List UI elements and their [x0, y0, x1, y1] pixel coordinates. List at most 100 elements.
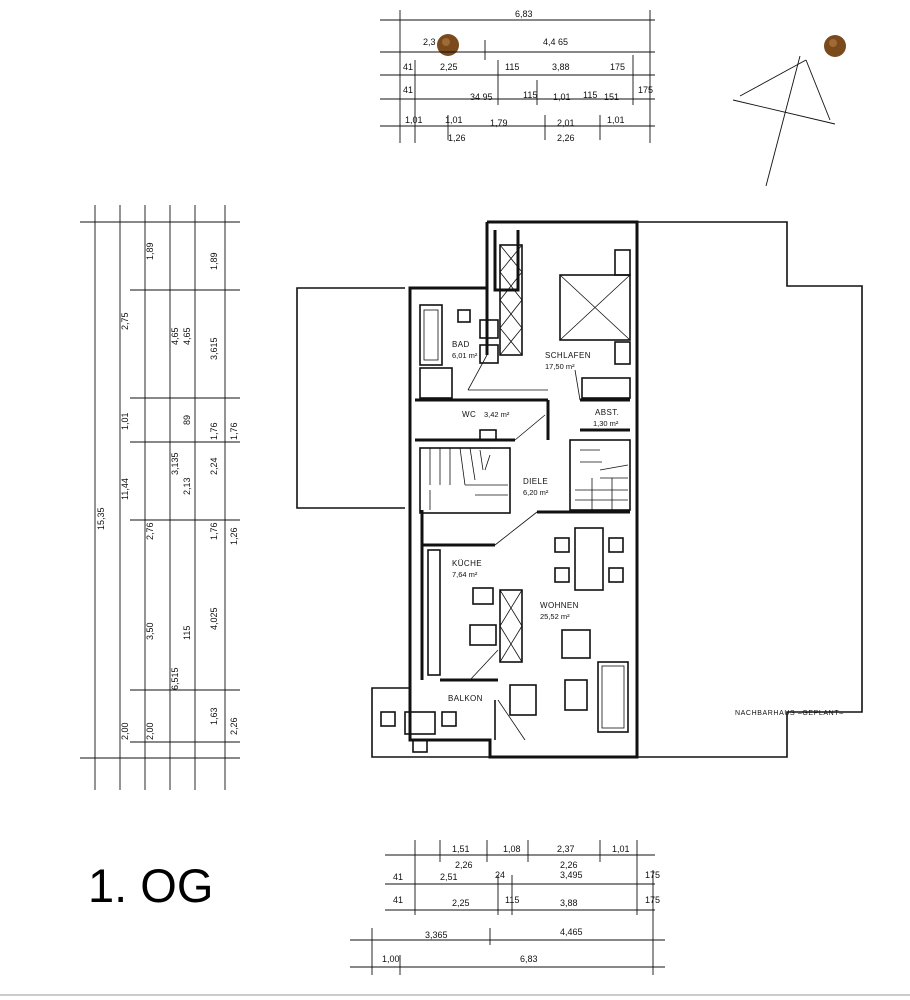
- dim-left-c3-f: 2,00: [145, 722, 155, 740]
- top-dimension-chain: 6,83 2,3 4,4 65 41 2,25 115 3,88 175 41 …: [380, 9, 655, 143]
- bathtub-icon: [419, 304, 443, 366]
- armchair-icon: [509, 684, 537, 716]
- dim-bot-r4-c: 115: [505, 895, 519, 905]
- room-area-kueche: 7,64 m²: [452, 570, 478, 579]
- shower-icon: [419, 367, 453, 399]
- kitchen-counter-icon: [427, 549, 497, 676]
- dim-bot-r3-e: 175: [645, 870, 660, 880]
- dim-top-r4-d: 2,01: [557, 118, 575, 128]
- room-area-diele: 6,20 m²: [523, 488, 549, 497]
- dim-top-r5-b: 2,26: [557, 133, 575, 143]
- room-name-wohnen: WOHNEN: [540, 601, 579, 610]
- dim-bot-r3-a: 41: [393, 872, 403, 882]
- dim-top-r3-b: 34 95: [470, 92, 493, 102]
- dim-bot-r5-a: 3,365: [425, 930, 448, 940]
- dim-bot-r1-d: 1,01: [612, 844, 630, 854]
- sink-icon: [479, 319, 499, 364]
- armchair-icon: [561, 629, 591, 659]
- dim-top-total: 6,83: [515, 9, 533, 19]
- balcony-outline: [371, 687, 490, 758]
- dim-left-c2-b: 2,00: [120, 722, 130, 740]
- room-area-wohnen: 25,52 m²: [540, 612, 570, 621]
- room-area-wc: 3,42 m²: [484, 410, 510, 419]
- dim-left-c3-b: 1,01: [120, 412, 130, 430]
- room-name-bad: BAD: [452, 340, 470, 349]
- dim-left-c6-a: 1,89: [209, 252, 219, 270]
- dim-bot-r4-e: 175: [645, 895, 660, 905]
- room-area-abst: 1,30 m²: [593, 419, 619, 428]
- dim-bot-r3-b: 2,51: [440, 872, 458, 882]
- dim-top-r4-b: 1,01: [445, 115, 463, 125]
- dim-left-c6-c: 1,76: [209, 422, 219, 440]
- staircase-icon: [569, 439, 631, 511]
- dim-bot-r2-a: 2,26: [455, 860, 473, 870]
- dim-left-c5-a: 4,65: [182, 327, 192, 345]
- dresser-icon: [581, 377, 631, 399]
- dim-left-c7-b: 1,26: [229, 527, 239, 545]
- dim-top-r4-c: 1,79: [490, 118, 508, 128]
- dim-top-r5-a: 1,26: [448, 133, 466, 143]
- dim-bot-r4-b: 2,25: [452, 898, 470, 908]
- building-outline: [296, 220, 863, 759]
- dim-top-r3-d: 1,01: [553, 92, 571, 102]
- dim-top-r3-a: 41: [403, 85, 413, 95]
- dim-left-c2-a: 11,44: [120, 478, 130, 500]
- dim-bot-r4-a: 41: [393, 895, 403, 905]
- room-name-abst: ABST.: [595, 408, 619, 417]
- dim-top-r2-d: 3,88: [552, 62, 570, 72]
- room-name-balkon: BALKON: [448, 694, 483, 703]
- dim-left-c6-b: 3,615: [209, 337, 219, 360]
- dim-top-r3-c: 115: [523, 90, 537, 100]
- dim-top-r4-a: 1,01: [405, 115, 423, 125]
- dim-bot-r1-c: 2,37: [557, 844, 575, 854]
- dim-left-c7-a: 1,76: [229, 422, 239, 440]
- dim-bot-r4-d: 3,88: [560, 898, 578, 908]
- dim-left-total: 15,35: [96, 507, 106, 530]
- dim-left-c5-b: 89: [182, 415, 192, 425]
- floor-label: 1. OG: [88, 859, 214, 912]
- dim-bot-r3-c: 24: [495, 870, 505, 880]
- dim-bot-r1-a: 1,51: [452, 844, 470, 854]
- dim-left-c4-b: 3,135: [170, 452, 180, 475]
- dining-table-icon: [554, 527, 624, 591]
- dim-left-c3-e: 3,50: [145, 622, 155, 640]
- dim-left-c6-f: 4,025: [209, 607, 219, 630]
- dim-bot-r6-a: 1,00: [382, 954, 400, 964]
- dim-top-r2-a: 41: [403, 62, 413, 72]
- staircase-icon: [419, 447, 511, 514]
- toilet-icon: [457, 309, 497, 441]
- dim-top-r3-f: 151: [604, 92, 619, 102]
- dim-bot-r2-b: 2,26: [560, 860, 578, 870]
- dim-bot-r1-b: 1,08: [503, 844, 521, 854]
- dim-left-c6-g: 1,63: [209, 707, 219, 725]
- room-name-kueche: KÜCHE: [452, 559, 482, 568]
- north-arrow-icon: [732, 55, 836, 187]
- dim-left-c3-c: 1,89: [145, 242, 155, 260]
- wardrobe-icon: [499, 244, 523, 663]
- dim-bot-r3-d: 3,495: [560, 870, 583, 880]
- room-name-schlafen: SCHLAFEN: [545, 351, 591, 360]
- dim-left-c7-c: 2,26: [229, 717, 239, 735]
- dim-top-r3-e: 115: [583, 90, 597, 100]
- dim-left-c6-d: 2,24: [209, 457, 219, 475]
- bed-icon: [559, 249, 631, 365]
- dim-top-r2-b: 2,25: [440, 62, 458, 72]
- coffee-table-icon: [564, 679, 588, 711]
- room-name-wc: WC: [462, 410, 476, 419]
- dim-top-r4-e: 1,01: [607, 115, 625, 125]
- room-area-bad: 6,01 m²: [452, 351, 478, 360]
- bottom-dimension-chain: 1,51 1,08 2,37 1,01 2,26 2,26 41 2,51 24…: [350, 840, 665, 975]
- dim-top-r1-a: 2,3: [423, 37, 436, 47]
- dim-left-c4-c: 6,515: [170, 667, 180, 690]
- dim-left-c4-a: 4,65: [170, 327, 180, 345]
- dim-left-c5-d: 115: [182, 626, 192, 640]
- dim-top-r1-b: 4,4 65: [543, 37, 568, 47]
- left-dimension-chain: 15,35 11,44 2,00 2,75 1,01 1,89 2,76 3,5…: [80, 205, 240, 790]
- dim-top-r3-g: 175: [638, 85, 653, 95]
- dim-left-c6-e: 1,76: [209, 522, 219, 540]
- room-area-schlafen: 17,50 m²: [545, 362, 575, 371]
- dim-top-r2-e: 175: [610, 62, 625, 72]
- dim-left-c3-d: 2,76: [145, 522, 155, 540]
- dim-top-r2-c: 115: [505, 62, 519, 72]
